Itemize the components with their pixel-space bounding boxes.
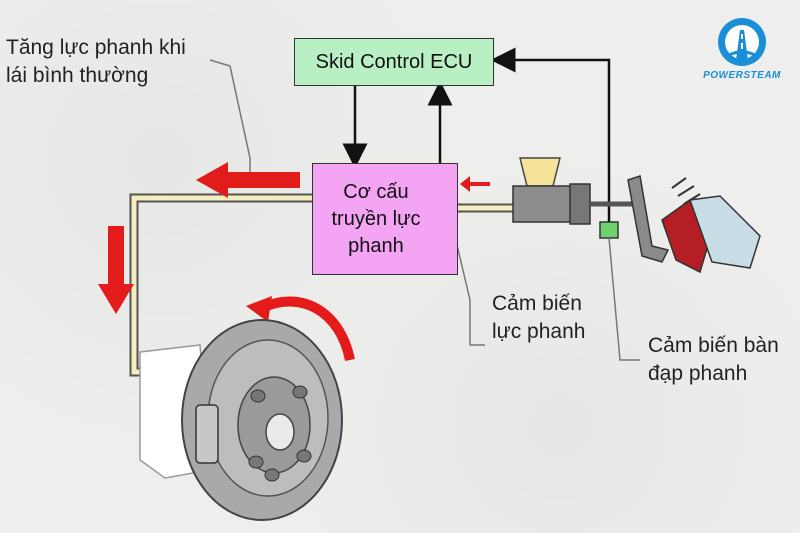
label-pressure-sensor: Cảm biến lực phanh (492, 292, 586, 343)
logo-text: POWERSTEAM (703, 70, 781, 81)
steering-wheel-road-icon (718, 18, 766, 66)
label-assist-normal: Tăng lực phanh khi lái bình thường (6, 36, 186, 87)
ecu-label: Skid Control ECU (315, 50, 473, 73)
powersteam-logo: POWERSTEAM (702, 14, 782, 86)
master-cylinder (512, 157, 640, 225)
rotation-arrow (259, 296, 355, 362)
actuator-label: Cơ cấu truyền lực phanh (331, 180, 421, 257)
callout-line-assist (209, 59, 251, 178)
brake-pedal-sensor (599, 221, 619, 239)
brake-disc (139, 319, 343, 521)
skid-control-ecu: Skid Control ECU (294, 38, 494, 86)
pedal-sensor-to-ecu-arrow (490, 47, 611, 222)
label-pedal-sensor: Cảm biến bàn đạp phanh (648, 334, 779, 385)
brake-actuator: Cơ cấu truyền lực phanh (312, 163, 458, 275)
brake-pedal (627, 175, 761, 274)
callout-line-pedal-sensor (608, 237, 640, 361)
